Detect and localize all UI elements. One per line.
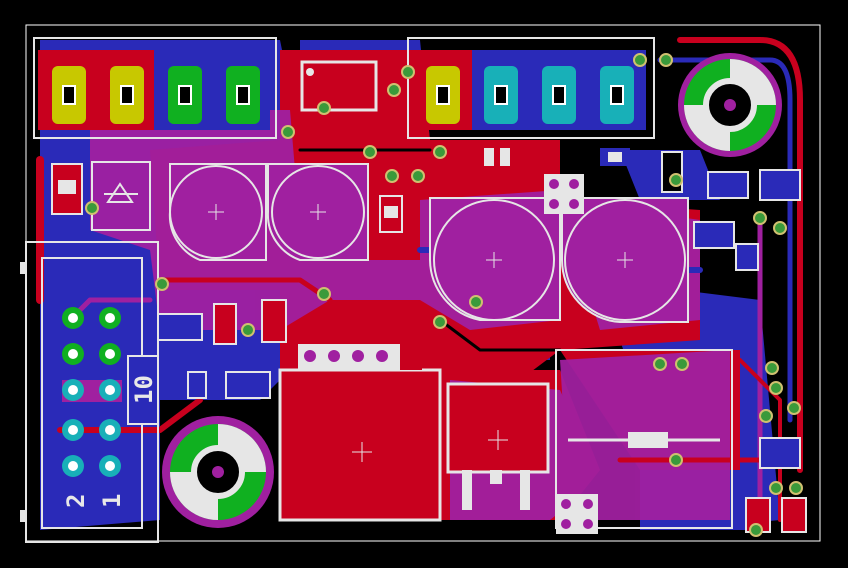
connector-pin-1-label: 1 — [98, 494, 126, 508]
fuse-holder — [555, 349, 733, 529]
connector-pin-2-label: 2 — [62, 494, 90, 508]
terminal-block-right — [407, 37, 655, 139]
mounting-hole-bottom-left — [162, 416, 274, 528]
mounting-hole-top-right — [678, 53, 782, 157]
regulator-large — [278, 344, 442, 522]
connector-pin-10-label: 10 — [130, 375, 158, 404]
pin10-label-box — [127, 355, 159, 425]
terminal-block-left — [33, 37, 277, 139]
smd-pad-dots — [549, 179, 593, 529]
smd-components — [51, 60, 807, 534]
capacitor-center-marks — [208, 204, 633, 268]
dpak-transistor — [446, 382, 550, 510]
vias — [85, 53, 803, 537]
idc-pads — [62, 307, 122, 477]
